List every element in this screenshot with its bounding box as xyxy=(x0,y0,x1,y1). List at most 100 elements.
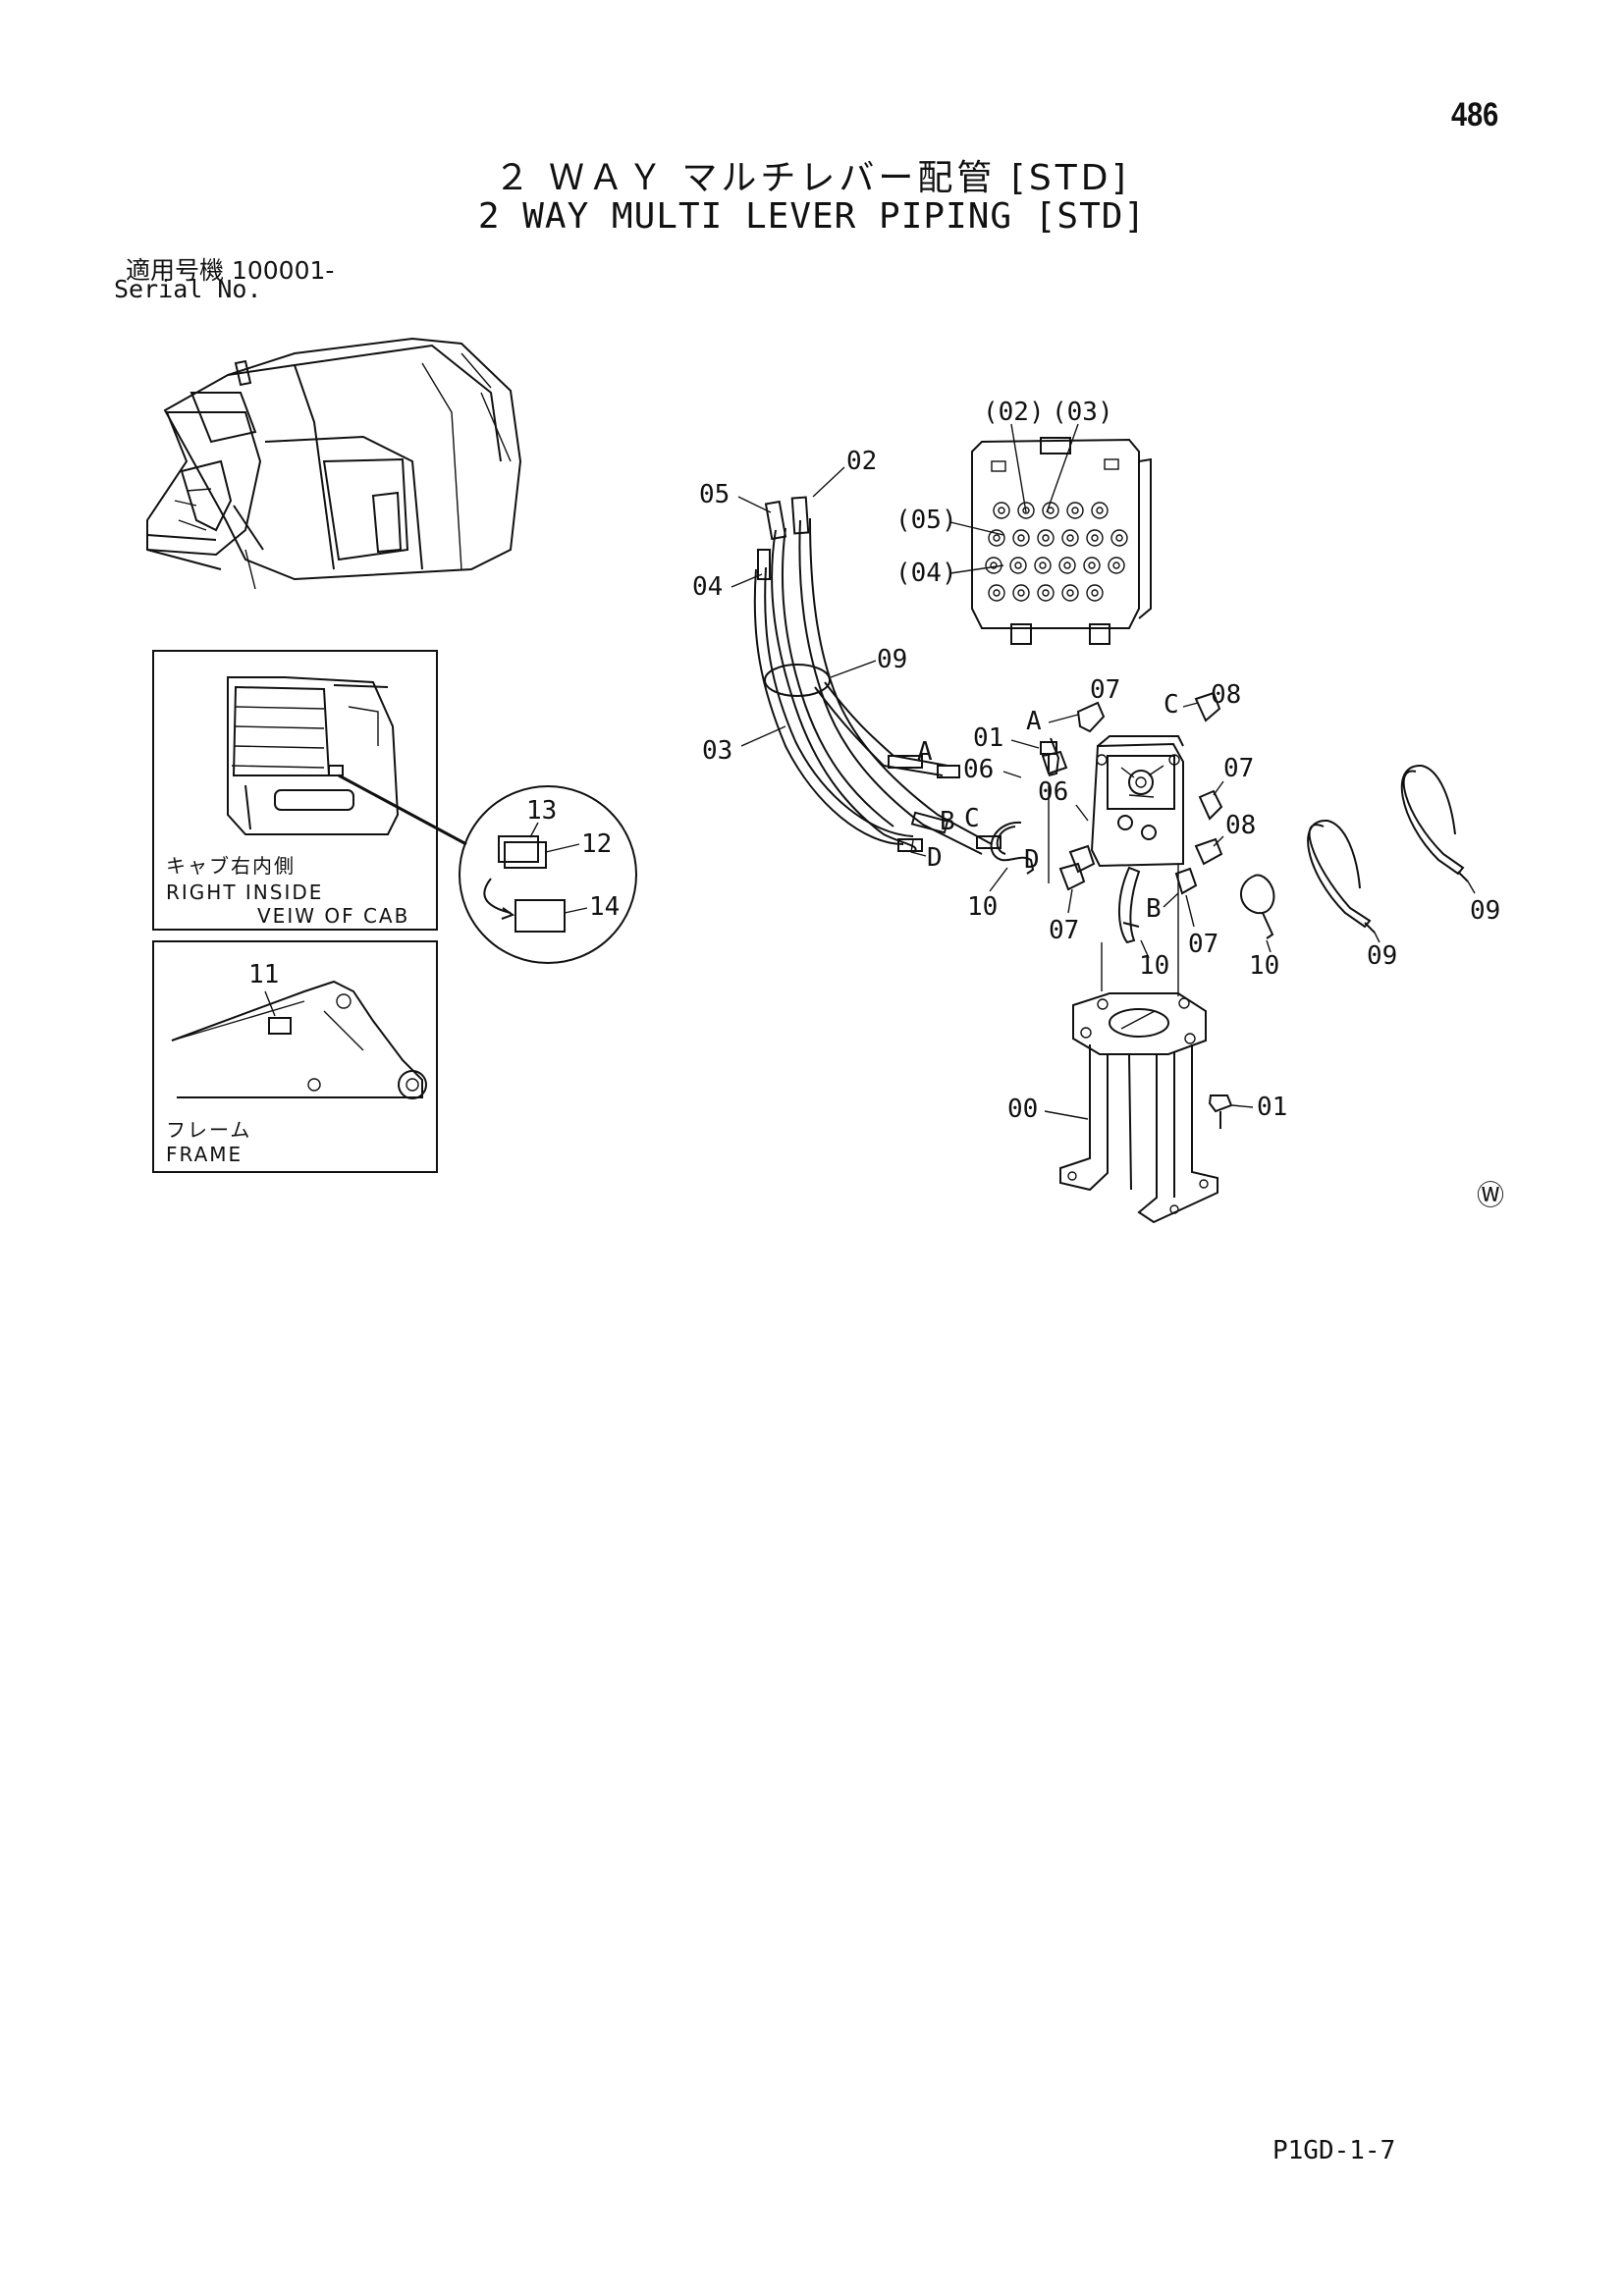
valve-fitting-nut xyxy=(1110,529,1128,547)
callout-05-reference: (05) xyxy=(895,506,957,535)
valve-fitting-nut xyxy=(988,529,1005,547)
callout-06-left: 06 xyxy=(963,755,994,784)
callout-01-upper: 01 xyxy=(973,723,1003,753)
valve-fitting-nut xyxy=(1086,584,1104,602)
valve-fitting-nut xyxy=(1061,584,1079,602)
callout-09-right-tie: 09 xyxy=(1470,896,1500,926)
callout-07-bottom-right: 07 xyxy=(1188,930,1218,959)
valve-fitting-port xyxy=(1017,589,1025,597)
callout-13: 13 xyxy=(526,796,557,826)
callout-04-reference: (04) xyxy=(895,559,957,588)
callout-10-right: 10 xyxy=(1249,951,1279,981)
port-letter-a-valve: A xyxy=(1026,707,1042,736)
cab-inset-label-english-line1: RIGHT INSIDE xyxy=(166,881,323,904)
valve-fitting-nut xyxy=(1061,529,1079,547)
fitting-elbows xyxy=(1041,691,1223,895)
valve-fitting-port xyxy=(1071,507,1079,514)
callout-12: 12 xyxy=(581,829,612,859)
cable-tie-09-right xyxy=(1400,764,1469,882)
page-number: 486 xyxy=(1451,96,1499,133)
valve-fitting-nut xyxy=(988,584,1005,602)
valve-fitting-port xyxy=(1096,507,1104,514)
inset-cab-right-inside-view: キャブ右内側 RIGHT INSIDE VEIW OF CAB xyxy=(152,650,467,931)
callout-01-lower: 01 xyxy=(1257,1093,1287,1122)
valve-fitting-port xyxy=(1112,561,1120,569)
port-letter-c-hose: C xyxy=(964,804,980,833)
cab-inset-label-english-line2: VEIW OF CAB xyxy=(257,904,409,928)
valve-block-fittings xyxy=(985,502,1128,602)
callout-11: 11 xyxy=(248,960,279,989)
valve-fitting-nut xyxy=(1012,529,1030,547)
callout-05: 05 xyxy=(699,480,730,509)
port-letter-d-hose: D xyxy=(927,843,943,873)
valve-fitting-nut xyxy=(1017,502,1035,519)
callout-06-center: 06 xyxy=(1038,777,1068,807)
valve-fitting-port xyxy=(990,561,998,569)
port-letter-a-hose: A xyxy=(917,737,933,767)
valve-fitting-port xyxy=(1014,561,1022,569)
callout-02-reference: (02) xyxy=(983,398,1045,427)
valve-fitting-nut xyxy=(1066,502,1084,519)
valve-fitting-nut xyxy=(993,502,1010,519)
valve-fitting-port xyxy=(993,534,1001,542)
callout-07-top: 07 xyxy=(1090,675,1120,705)
cable-tie-09-left xyxy=(1307,819,1376,934)
valve-fitting-port xyxy=(1042,589,1050,597)
port-letter-c-valve: C xyxy=(1164,690,1179,720)
port-letter-b-hose: B xyxy=(940,807,955,836)
valve-fitting-nut xyxy=(1037,584,1055,602)
callout-04: 04 xyxy=(692,572,723,602)
valve-fitting-nut xyxy=(1037,529,1055,547)
bolt-01-lower xyxy=(1208,1095,1233,1129)
cab-inset-label-japanese: キャブ右内側 xyxy=(166,854,296,878)
valve-fitting-nut xyxy=(1012,584,1030,602)
callout-07-bottom-left: 07 xyxy=(1049,916,1079,945)
callout-08-right: 08 xyxy=(1225,811,1256,840)
page-title-english: 2 WAY MULTI LEVER PIPING [STD] xyxy=(477,196,1147,237)
valve-fitting-port xyxy=(1115,534,1123,542)
serial-number-label-japanese: 適用号機 100001- xyxy=(126,256,335,285)
hose-bundle-illustration xyxy=(753,496,1001,855)
bolt-01-upper xyxy=(1040,741,1057,772)
callout-07-right-upper: 07 xyxy=(1223,754,1254,783)
clamp-10-left xyxy=(990,821,1035,875)
frame-inset-label-japanese: フレーム xyxy=(166,1118,251,1142)
valve-fitting-port xyxy=(1066,589,1074,597)
port-letter-b-valve: B xyxy=(1146,894,1162,924)
inset-frame-view: 11 フレーム FRAME xyxy=(152,940,438,1173)
valve-stand-bracket-illustration xyxy=(1059,992,1218,1224)
valve-fitting-port xyxy=(1088,561,1096,569)
callout-02: 02 xyxy=(846,447,877,476)
callout-08-top: 08 xyxy=(1211,680,1241,710)
callout-03-reference: (03) xyxy=(1052,398,1113,427)
valve-fitting-nut xyxy=(1042,502,1059,519)
valve-fitting-port xyxy=(1042,534,1050,542)
valve-fitting-port xyxy=(1022,507,1030,514)
callout-00: 00 xyxy=(1007,1095,1038,1124)
valve-fitting-port xyxy=(998,507,1005,514)
valve-fitting-nut xyxy=(1091,502,1109,519)
excavator-overview-illustration xyxy=(146,337,522,590)
callout-14: 14 xyxy=(589,892,620,922)
valve-fitting-port xyxy=(1091,534,1099,542)
clamp-10-center xyxy=(1118,866,1141,944)
valve-fitting-port xyxy=(1091,589,1099,597)
control-valve-block-illustration xyxy=(971,437,1152,645)
decal-detail-magnifier: 13 12 14 xyxy=(459,785,637,964)
watermark-w-symbol: Ⓦ xyxy=(1477,1179,1504,1211)
valve-fitting-nut xyxy=(1058,557,1076,574)
callout-10-center: 10 xyxy=(1139,951,1169,981)
clamp-10-right xyxy=(1240,874,1275,939)
valve-fitting-port xyxy=(993,589,1001,597)
frame-inset-label-english: FRAME xyxy=(166,1143,243,1166)
valve-fitting-nut xyxy=(1034,557,1052,574)
valve-fitting-nut xyxy=(1108,557,1125,574)
valve-fitting-nut xyxy=(1083,557,1101,574)
valve-fitting-port xyxy=(1017,534,1025,542)
valve-fitting-port xyxy=(1066,534,1074,542)
valve-fitting-nut xyxy=(1009,557,1027,574)
callout-10-left: 10 xyxy=(967,892,998,922)
callout-03: 03 xyxy=(702,736,732,766)
valve-fitting-nut xyxy=(1086,529,1104,547)
